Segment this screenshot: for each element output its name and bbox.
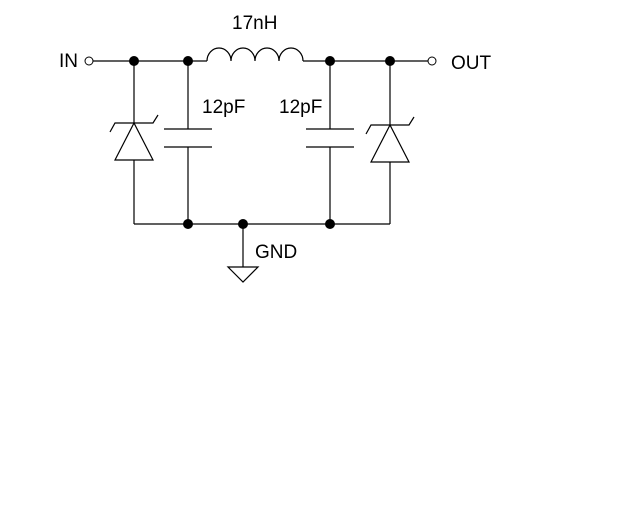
output-terminal — [427, 56, 437, 66]
junction-dot — [129, 56, 139, 66]
junction-dot — [385, 56, 395, 66]
inductor-icon — [206, 47, 304, 62]
ground-icon — [226, 266, 260, 283]
junction-dot — [183, 219, 193, 229]
inductor-label: 17nH — [232, 13, 278, 34]
capacitor-right-label: 12pF — [279, 97, 323, 118]
capacitor-left-label: 12pF — [202, 97, 246, 118]
capacitor-icon — [306, 128, 354, 148]
zener-diode-icon — [365, 116, 415, 163]
junction-dot — [325, 219, 335, 229]
junction-dot — [325, 56, 335, 66]
ground-label: GND — [255, 242, 298, 263]
capacitor-icon — [164, 128, 212, 148]
input-label: IN — [59, 51, 78, 72]
zener-diode-icon — [109, 114, 159, 161]
junction-dot — [183, 56, 193, 66]
input-terminal — [84, 56, 94, 66]
output-label: OUT — [451, 53, 492, 74]
junction-dot — [238, 219, 248, 229]
